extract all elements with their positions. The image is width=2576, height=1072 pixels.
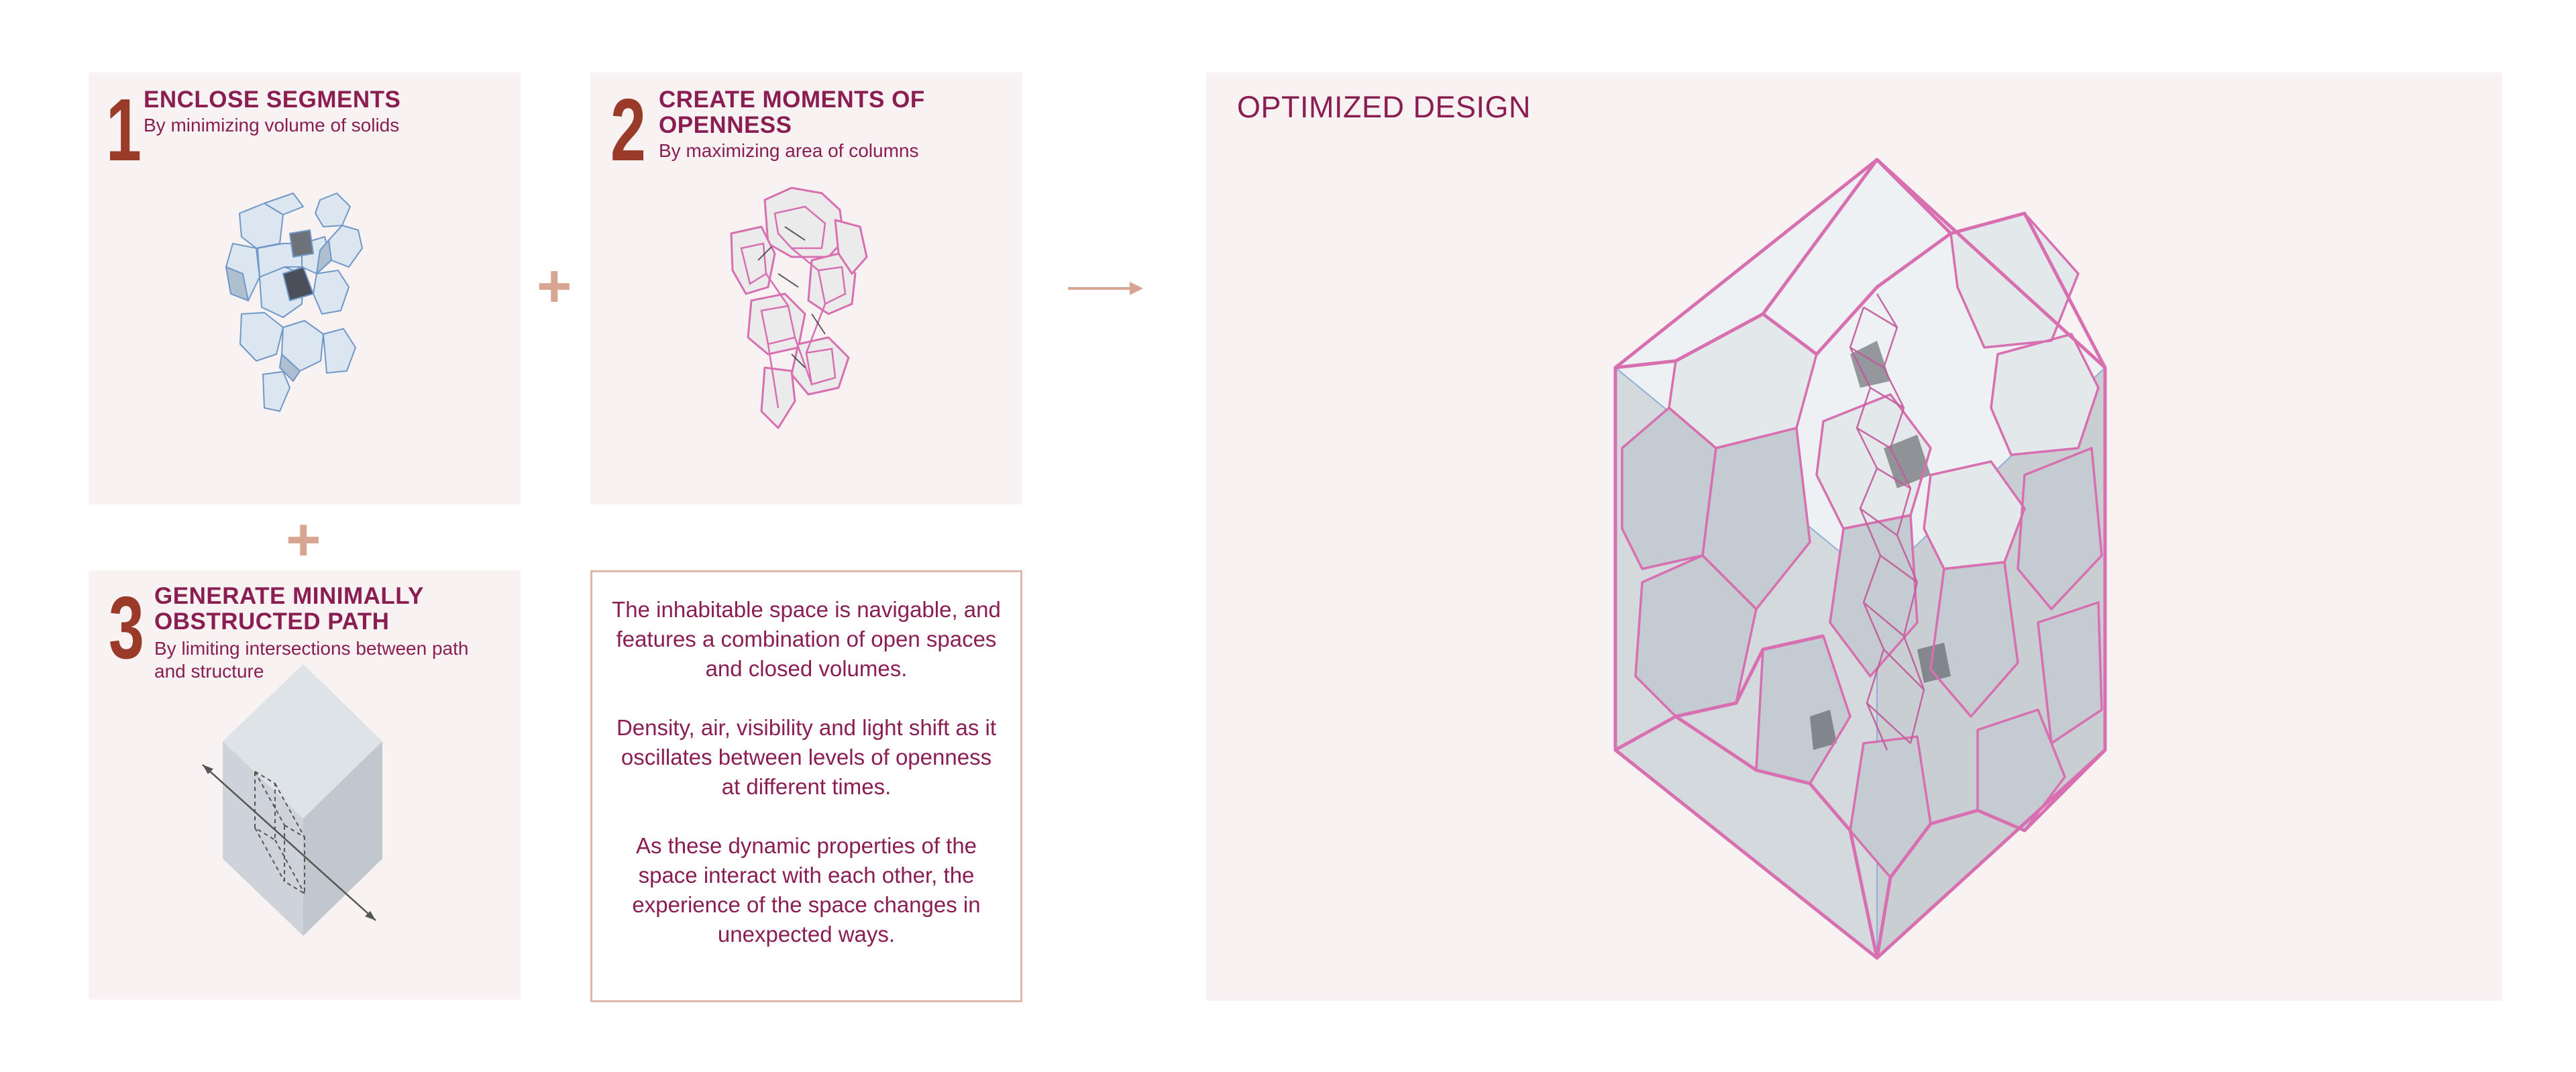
step-1-number: 1: [106, 81, 142, 179]
step-2-title-line1: CREATE MOMENTS OF: [659, 87, 925, 113]
step-3-panel: 3 GENERATE MINIMALLY OBSTRUCTED PATH By …: [89, 570, 521, 1000]
step-3-number: 3: [109, 578, 144, 677]
step-2-subtitle: By maximizing area of columns: [659, 140, 919, 161]
optimized-design-title: OPTIMIZED DESIGN: [1237, 90, 1532, 124]
enclosed-solids-icon: [225, 193, 363, 412]
plus-icon: +: [537, 253, 572, 320]
arrow-right-icon: [1068, 282, 1143, 295]
step-3-title-line2: OBSTRUCTED PATH: [154, 608, 390, 635]
step-3-title-line1: GENERATE MINIMALLY: [154, 583, 424, 609]
path-cube-icon: [202, 664, 382, 936]
step-2-number: 2: [610, 81, 646, 179]
optimized-structure-icon: [1613, 158, 2107, 960]
openness-frame-icon: [730, 186, 868, 429]
description-paragraph-1: The inhabitable space is navigable, and …: [612, 597, 1001, 681]
plus-icon: +: [286, 506, 321, 574]
step-2-title-line2: OPENNESS: [659, 112, 792, 138]
description-paragraph-2: Density, air, visibility and light shift…: [616, 715, 997, 799]
description-box: The inhabitable space is navigable, and …: [590, 570, 1022, 1002]
optimized-design-panel: OPTIMIZED DESIGN: [1206, 72, 2502, 1001]
step-2-panel: 2 CREATE MOMENTS OF OPENNESS By maximizi…: [590, 72, 1022, 504]
step-3-subtitle-line2: and structure: [154, 661, 264, 682]
step-3-subtitle-line1: By limiting intersections between path: [154, 638, 469, 659]
step-1-subtitle: By minimizing volume of solids: [144, 115, 400, 136]
description-paragraph-3: As these dynamic properties of the space…: [632, 833, 981, 947]
step-1-title: ENCLOSE SEGMENTS: [144, 87, 401, 113]
step-1-panel: 1 ENCLOSE SEGMENTS By minimizing volume …: [89, 72, 521, 504]
